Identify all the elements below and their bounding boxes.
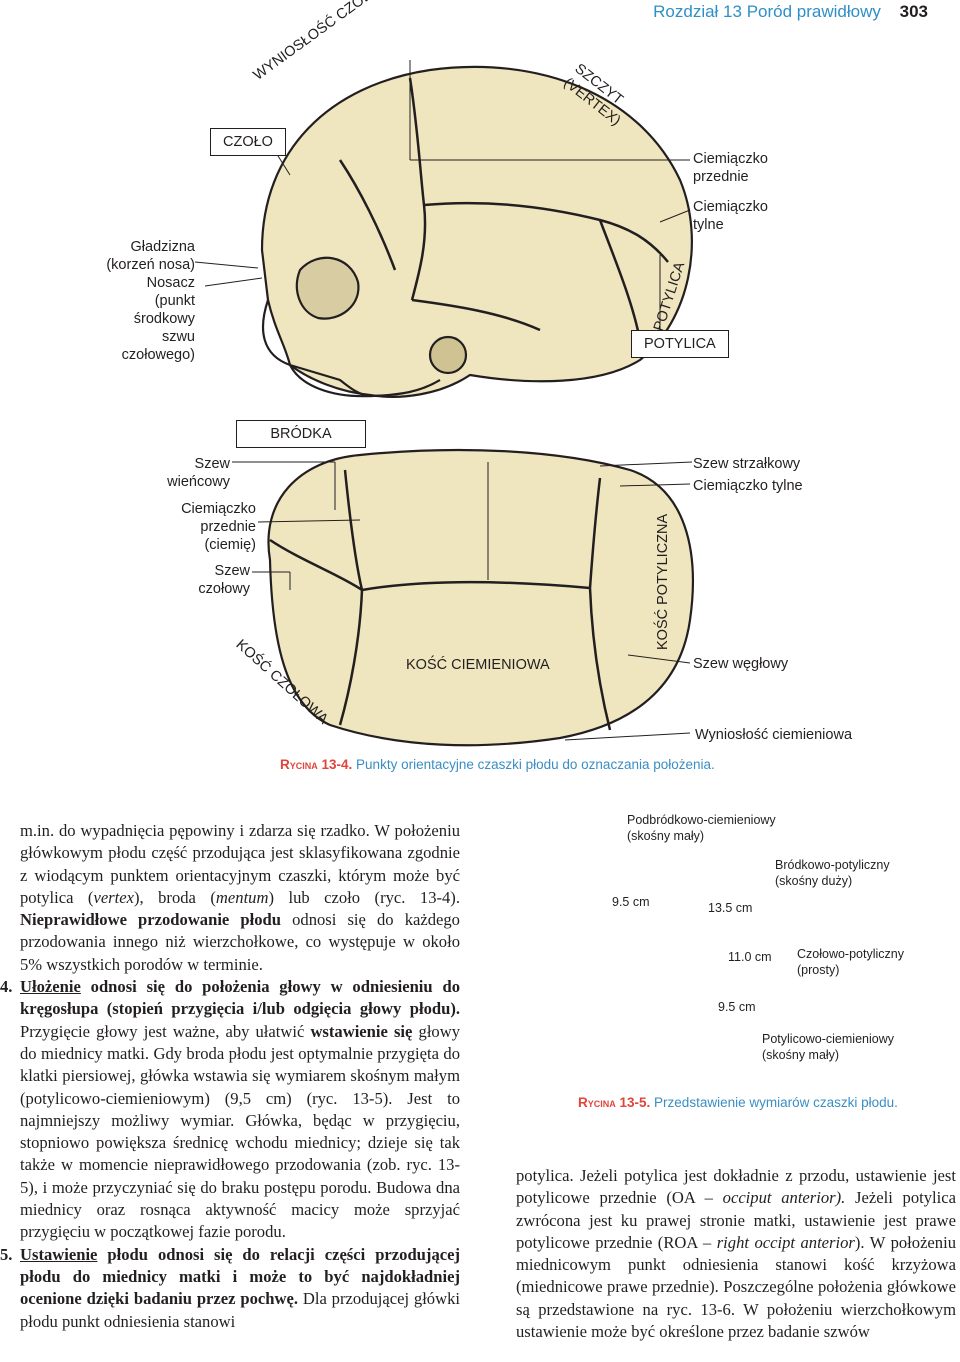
paragraph-4: 4.Ułożenie odnosi się do położenia głowy… (0, 977, 460, 1242)
side-skull-drawing (260, 65, 693, 398)
label-gladzizna: Gładzizna (korzeń nosa) Nosacz (punkt śr… (106, 239, 195, 363)
label-ciem-tylne: Ciemiączko tylne (693, 199, 768, 233)
page-number: 303 (899, 2, 928, 21)
label-brodkowo: Bródkowo-potyliczny (skośny duży) (775, 858, 890, 888)
paragraph-right: potylica. Jeżeli potylica jest dokładnie… (516, 1166, 956, 1342)
chapter-title: Poród prawidłowy (746, 2, 881, 21)
label-czolowo: Czołowo-potyliczny (prosty) (797, 947, 904, 977)
label-szew-weglowy: Szew węgłowy (693, 656, 789, 672)
label-podbrodkowo: Podbródkowo-ciemieniowy (skośny mały) (627, 813, 776, 843)
figure-13-4-caption: Rycina 13-4. Punkty orientacyjne czaszki… (280, 757, 715, 772)
dim-9-5-a: 9.5 cm (612, 895, 650, 909)
label-ciem-przednie: Ciemiączko przednie (693, 151, 768, 185)
left-text-column: m.in. do wypadnięcia pępowiny i zdarza s… (0, 820, 460, 1333)
dim-9-5-b: 9.5 cm (718, 1000, 756, 1014)
paragraph-3: m.in. do wypadnięcia pępowiny i zdarza s… (20, 821, 460, 974)
dim-13-5: 13.5 cm (708, 901, 753, 915)
chapter-number: Rozdział 13 (653, 2, 742, 21)
label-szew-strzalkowy: Szew strzałkowy (693, 456, 801, 472)
label-kosc-potyliczna: KOŚĆ POTYLICZNA (655, 513, 671, 650)
label-potylica-box: POTYLICA (631, 330, 729, 358)
figure-13-5-caption: Rycina 13-5. Przedstawienie wymiarów cza… (578, 1095, 898, 1110)
label-wyniosl-ciemieniowa: Wyniosłość ciemieniowa (695, 727, 853, 743)
label-brodka: BRÓDKA (236, 420, 366, 448)
right-text-column: potylica. Jeżeli potylica jest dokładnie… (516, 1165, 956, 1343)
label-szew-wiencowy: Szew wieńcowy (167, 456, 230, 490)
figure-13-4-illustration (194, 60, 694, 747)
top-skull-drawing (267, 448, 694, 747)
running-head: Rozdział 13 Poród prawidłowy 303 (653, 2, 928, 22)
label-ciem-przednie-top: Ciemiączko przednie (ciemię) (181, 501, 256, 553)
dim-11-0: 11.0 cm (728, 950, 772, 964)
top-skull-sutures (269, 469, 612, 731)
label-kosc-ciemieniowa: KOŚĆ CIEMIENIOWA (406, 657, 550, 673)
label-ciem-tylne-top: Ciemiączko tylne (693, 478, 803, 494)
label-potylicowo: Potylicowo-ciemieniowy (skośny mały) (762, 1032, 894, 1062)
side-skull-sutures (338, 77, 669, 341)
paragraph-5: 5.Ustawienie płodu odnosi się do relacji… (0, 1244, 460, 1331)
label-szew-czolowy: Szew czołowy (198, 563, 250, 597)
label-czolo: CZOŁO (210, 128, 286, 156)
